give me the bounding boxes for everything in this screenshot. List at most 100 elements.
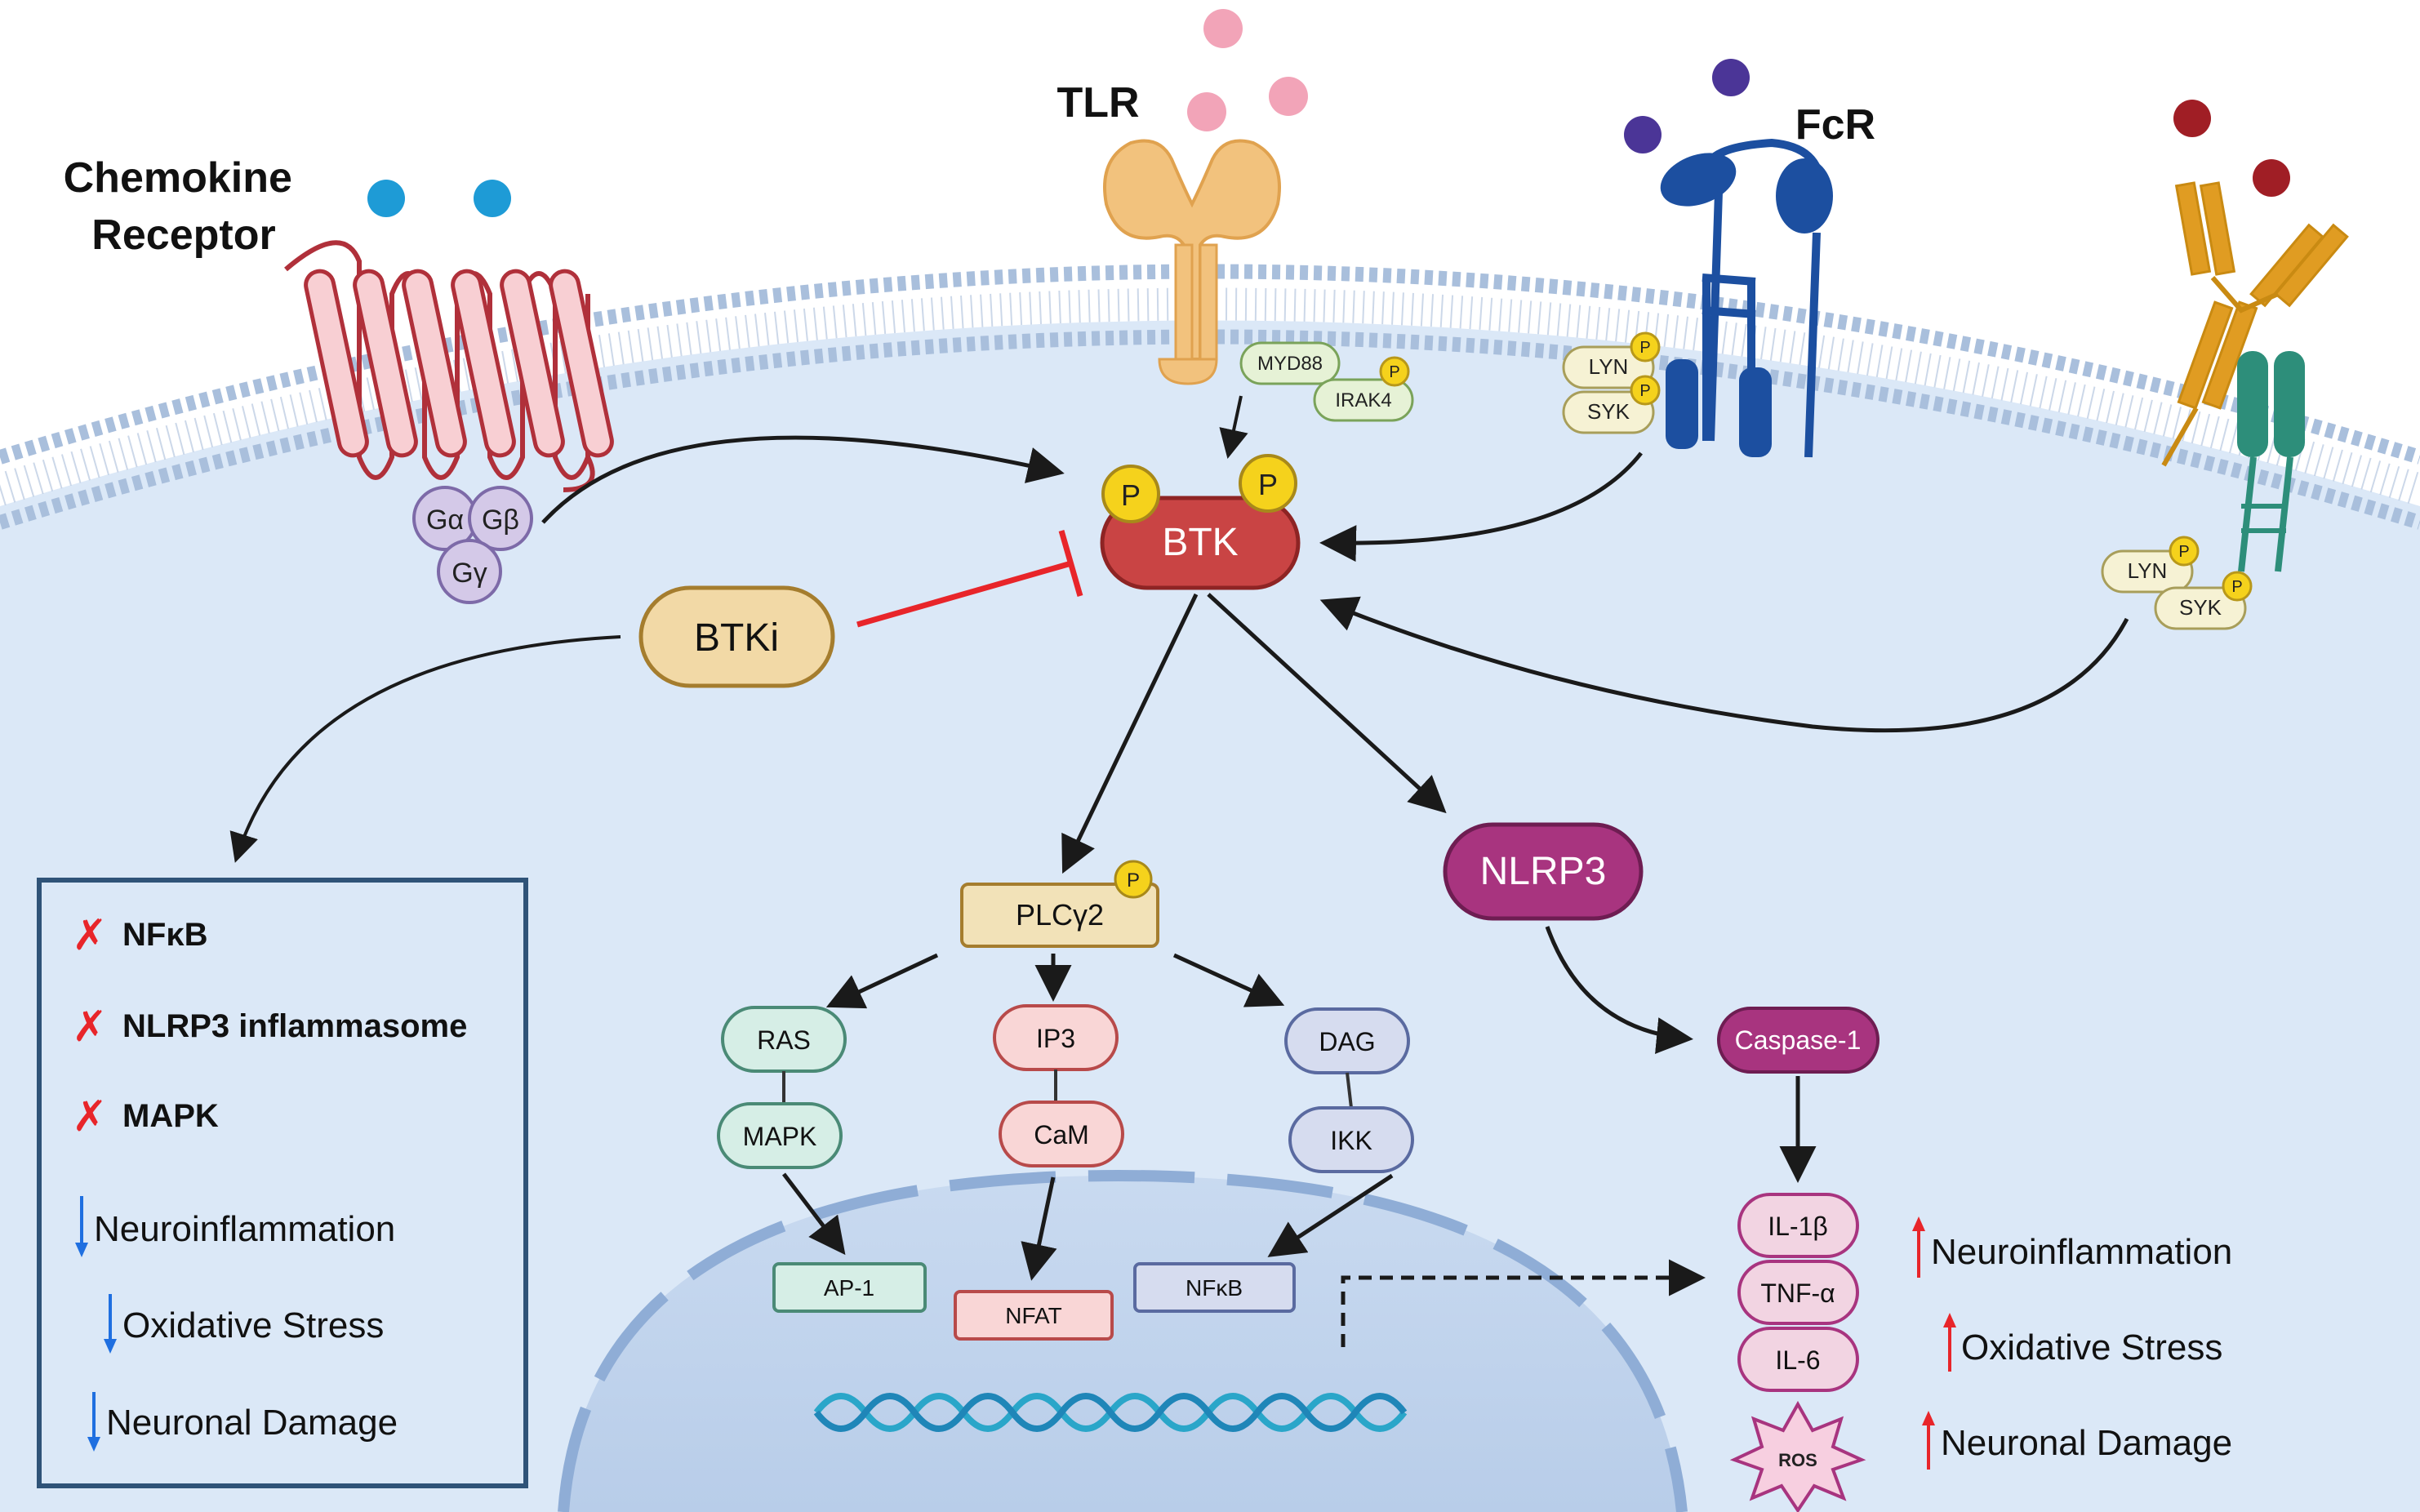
syk-node-fcr: SYK P [1562, 375, 1661, 434]
reduced-item: Neuronal Damage [106, 1403, 398, 1443]
phospho-label: P [1258, 468, 1278, 501]
down-arrow-icon [104, 1294, 117, 1354]
phospho-label: P [2178, 543, 2189, 561]
blocked-mark-icon: ✗ [72, 1003, 108, 1051]
blocked-list: ✗ NFκB ✗ NLRP3 inflammasome ✗ MAPK [72, 912, 467, 1141]
ros-label: ROS [1778, 1450, 1817, 1470]
ligand-icon [1187, 92, 1226, 131]
increased-item: Neuroinflammation [1931, 1232, 2232, 1272]
antibody-receptor: LYN P SYK P [2101, 100, 2349, 630]
ras-label: RAS [757, 1025, 811, 1055]
inhibition-arrow [856, 530, 1083, 628]
caspase1-node: Caspase-1 [1717, 1007, 1880, 1074]
g-alpha-label: Gα [426, 505, 464, 536]
btk-node: BTK P P [1100, 454, 1301, 590]
gpcr-icon [284, 240, 590, 480]
g-beta-label: Gβ [482, 505, 519, 536]
myd88-node: MYD88 [1239, 341, 1341, 385]
phospho-label: P [1639, 382, 1650, 400]
chemokine-receptor-label: Chemokine Receptor [64, 154, 305, 259]
caspase1-label: Caspase-1 [1735, 1025, 1862, 1055]
cytokine-label: IL-6 [1775, 1345, 1820, 1375]
irak4-node: IRAK4 P [1313, 356, 1414, 422]
g-gamma-label: Gγ [452, 558, 487, 589]
chemokine-label-line2: Receptor [91, 211, 275, 259]
g-protein-complex: Gα Gβ Gγ [412, 486, 533, 604]
fcr-receptor: FcR LYN P SYK P [1562, 59, 1875, 458]
ligand-icon [2173, 100, 2211, 137]
blocked-mark-icon: ✗ [72, 912, 108, 959]
increased-effects: Neuroinflammation Oxidative Stress Neuro… [1912, 1216, 2232, 1470]
syk-label: SYK [1587, 399, 1630, 424]
increased-item: Neuronal Damage [1941, 1423, 2232, 1463]
ligand-icon [1624, 116, 1662, 153]
ligand-icon [1203, 9, 1243, 48]
down-arrow-icon [87, 1392, 100, 1452]
myd88-label: MYD88 [1257, 353, 1323, 375]
ligand-icon [1269, 77, 1308, 116]
blocked-item: MAPK [122, 1098, 219, 1134]
syk-node-right: SYK P [2154, 571, 2253, 630]
up-arrow-icon [1912, 1216, 1925, 1278]
ikk-label: IKK [1330, 1126, 1372, 1155]
up-arrow-icon [1922, 1411, 1935, 1470]
nfat-label: NFAT [1005, 1303, 1061, 1328]
phospho-label: P [1121, 478, 1141, 512]
tlr-label: TLR [1057, 79, 1139, 127]
ligand-icon [367, 180, 405, 217]
nlrp3-label: NLRP3 [1480, 850, 1607, 893]
dag-label: DAG [1319, 1027, 1375, 1056]
cytokine-label: TNF-α [1760, 1279, 1835, 1308]
btk-label: BTK [1162, 521, 1238, 564]
ip3-label: IP3 [1036, 1024, 1075, 1053]
blocked-mark-icon: ✗ [72, 1093, 108, 1141]
activation-arrows [541, 435, 2129, 733]
fcr-label: FcR [1795, 101, 1875, 149]
syk-label: SYK [2179, 595, 2222, 620]
chemokine-label-line1: Chemokine [64, 154, 292, 202]
down-arrow-icon [75, 1196, 88, 1257]
ap1-label: AP-1 [824, 1275, 874, 1301]
blocked-item: NFκB [122, 917, 208, 953]
tlr-receptor: TLR MYD88 IRAK4 P [1057, 9, 1414, 460]
increased-item: Oxidative Stress [1961, 1327, 2222, 1367]
irak4-label: IRAK4 [1335, 389, 1391, 411]
blocked-item: NLRP3 inflammasome [122, 1008, 467, 1044]
mapk-label: MAPK [743, 1122, 817, 1151]
lyn-label: LYN [1589, 354, 1629, 379]
lyn-node-fcr: LYN P [1562, 331, 1661, 389]
plcg2-node: PLCγ2 P [960, 860, 1159, 948]
dna-helix-icon [813, 1393, 1408, 1432]
nfkb-label: NFκB [1186, 1275, 1243, 1301]
btki-node: BTKi [638, 585, 835, 688]
phospho-label: P [1389, 363, 1399, 381]
cytokine-stack: IL-1β TNF-α IL-6 [1737, 1193, 1859, 1392]
dag-ikk-branch: DAG IKK [1284, 1007, 1414, 1173]
reduced-list: Neuroinflammation Oxidative Stress Neuro… [75, 1196, 398, 1452]
phospho-label: P [1127, 869, 1140, 892]
cam-label: CaM [1034, 1120, 1089, 1150]
downstream-arrows [782, 593, 1817, 1347]
lyn-node-right: LYN P [2101, 536, 2200, 594]
btki-effect-arrow [229, 635, 621, 863]
plcg2-label: PLCγ2 [1016, 898, 1104, 932]
ros-burst-icon: ROS [1729, 1400, 1866, 1512]
inhibited-effects-box: ✗ NFκB ✗ NLRP3 inflammasome ✗ MAPK Neuro… [37, 878, 528, 1488]
reduced-item: Neuroinflammation [94, 1209, 395, 1249]
nlrp3-node: NLRP3 [1443, 822, 1644, 921]
transcription-factors: AP-1 NFAT NFκB [772, 1262, 1296, 1341]
up-arrow-icon [1943, 1313, 1956, 1372]
ligand-icon [2253, 159, 2290, 197]
btki-label: BTKi [694, 616, 779, 660]
phospho-label: P [2231, 578, 2242, 596]
ras-mapk-branch: RAS MAPK [717, 1006, 847, 1169]
lyn-label: LYN [2128, 558, 2168, 583]
cytokine-label: IL-1β [1768, 1212, 1828, 1241]
ligand-icon [1712, 59, 1750, 96]
ip3-cam-branch: IP3 CaM [993, 1004, 1124, 1167]
phospho-label: P [1639, 339, 1650, 357]
reduced-item: Oxidative Stress [122, 1305, 384, 1345]
ligand-icon [474, 180, 511, 217]
